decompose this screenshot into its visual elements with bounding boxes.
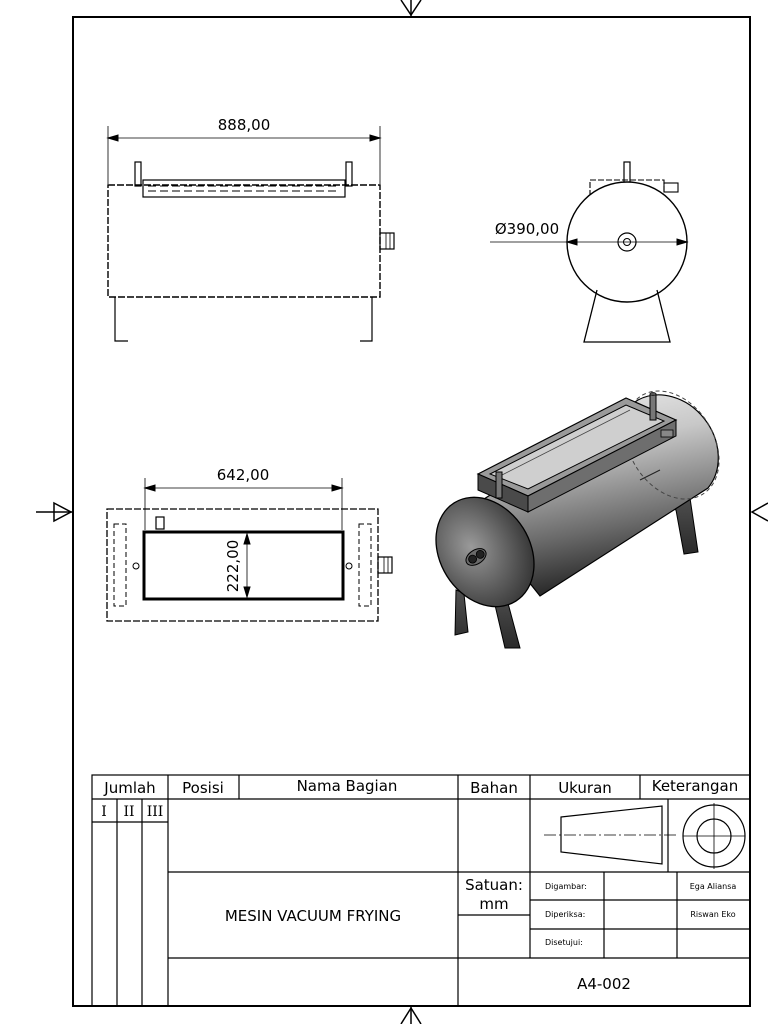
satuan-label: Satuan: [465, 876, 523, 894]
header-bahan: Bahan [470, 779, 518, 797]
header-nama-bagian: Nama Bagian [297, 777, 398, 795]
header-keterangan: Keterangan [652, 777, 739, 795]
header-jumlah: Jumlah [103, 779, 155, 797]
dim-front-length: 888,00 [218, 116, 271, 134]
centering-marks [36, 0, 768, 1024]
checked-name: Riswan Eko [690, 910, 735, 919]
dimension-labels: 888,00 Ø390,00 642,00 222,00 [217, 116, 559, 592]
header-ukuran: Ukuran [558, 779, 612, 797]
drawn-label: Digambar: [545, 882, 587, 891]
title-block-lines [91, 774, 751, 1007]
projection-symbol [544, 803, 746, 869]
front-view [106, 126, 395, 342]
dim-side-diameter: Ø390,00 [495, 220, 559, 238]
satuan-value: mm [479, 895, 508, 913]
approved-label: Disetujui: [545, 938, 583, 947]
header-posisi: Posisi [182, 779, 224, 797]
dim-top-width: 222,00 [224, 540, 242, 593]
project-title: MESIN VACUUM FRYING [225, 907, 401, 925]
isometric-view [435, 390, 720, 649]
title-block-text: Jumlah Posisi Nama Bagian Bahan Ukuran K… [101, 777, 738, 993]
top-view [106, 478, 393, 622]
subheader-i: I [101, 804, 107, 820]
subheader-iii: III [147, 804, 164, 820]
subheader-ii: II [123, 804, 134, 820]
checked-label: Diperiksa: [545, 910, 585, 919]
side-view [490, 161, 689, 343]
drawn-name: Ega Aliansa [690, 882, 737, 891]
dim-top-length: 642,00 [217, 466, 270, 484]
drawing-number: A4-002 [577, 975, 631, 993]
